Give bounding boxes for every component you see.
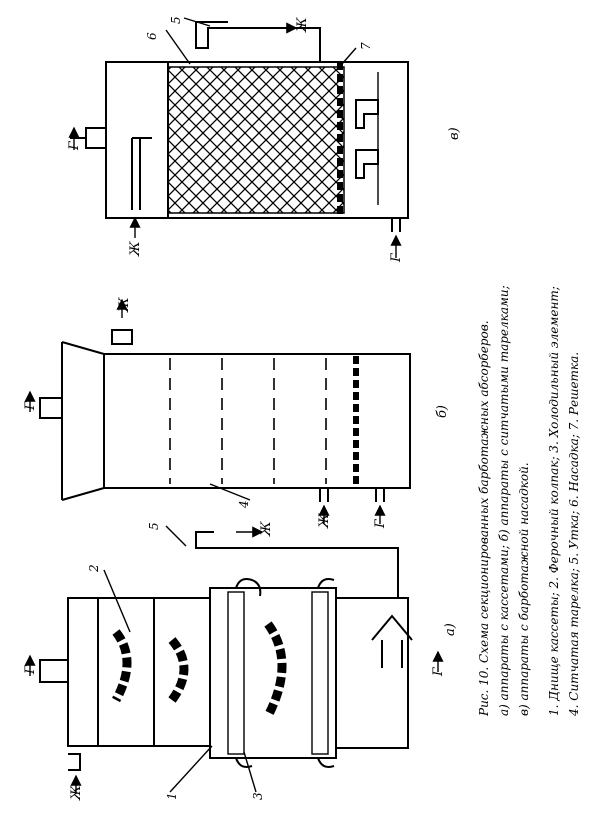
callout-leader-5a <box>165 525 187 547</box>
panel-c-liquid-inlet-pipe <box>131 137 152 210</box>
panel-b-liquid-in-label: Ж <box>317 513 332 529</box>
caption-line-a: а) аппараты с кассетами; б) аппараты с с… <box>497 285 511 716</box>
panel-b-frame-corners <box>61 341 105 501</box>
panel-a-liquid-inlet-nozzle <box>68 753 81 771</box>
callout-6: 6 <box>145 32 159 40</box>
panel-a-gas-out-label: Г <box>23 665 38 675</box>
cooler-bend-bottom-1 <box>235 757 253 768</box>
panel-a-siphon <box>195 531 399 598</box>
cooler-bend-top-1 <box>235 578 262 597</box>
callout-leader-2 <box>103 569 131 633</box>
panel-a-gas-inlet-arrow <box>371 614 413 668</box>
callout-5c: 5 <box>169 16 183 24</box>
panel-a-absorber-with-cassettes: Г Г Ж Ж 5 2 1 3 а) <box>23 521 458 801</box>
callout-leader-3 <box>243 751 257 793</box>
panel-a-cooler-shell <box>209 587 337 759</box>
callout-leader-1 <box>169 745 213 793</box>
caption-title: Рис. 10. Схема секционированных барботаж… <box>477 320 491 717</box>
callout-2: 2 <box>87 564 101 573</box>
panel-c-letter: в) <box>447 127 462 140</box>
cooler-element-1 <box>227 591 245 755</box>
cooler-bend-bottom-2 <box>317 757 335 768</box>
panel-b-gas-in-label: Г <box>373 519 388 529</box>
panel-a-letter: а) <box>443 623 458 636</box>
panel-c-gas-inlet-nozzle <box>391 218 401 232</box>
panel-c-gas-out-label: Г <box>67 141 82 151</box>
callout-leader-7 <box>341 47 357 65</box>
callout-7: 7 <box>359 42 373 50</box>
callout-1: 1 <box>165 792 179 800</box>
panel-b-gas-out-label: Г <box>23 401 38 411</box>
legend-line-2: 4. Ситчатая тарелка; 5. Утка; 6. Насадка… <box>567 352 581 717</box>
callout-5a: 5 <box>147 522 161 530</box>
panel-a-gas-outlet-nozzle <box>39 659 69 683</box>
cap-element-top <box>355 99 379 129</box>
panel-c-gas-outlet-nozzle <box>85 127 107 149</box>
panel-b-liquid-inlet-nozzle <box>319 488 329 502</box>
caption-line-b: в) аппараты с барботажной насадкой. <box>517 462 531 716</box>
panel-b-absorber-with-sieve-trays: Г Ж Ж Г 4 б) <box>23 297 450 529</box>
bubble-cap-1 <box>112 629 132 703</box>
panel-a-gas-in-label: Г <box>431 667 446 677</box>
panel-b-vessel <box>103 353 411 489</box>
panel-c-gas-in-label: Г <box>389 253 404 263</box>
panel-a-liquid-in-label: Ж <box>69 785 84 801</box>
panel-a-siphon-liquid-label: Ж <box>259 521 274 537</box>
cooler-bend-top-2 <box>317 578 335 589</box>
callout-4: 4 <box>237 500 251 509</box>
panel-b-letter: б) <box>435 405 450 418</box>
cap-element-bottom <box>355 149 379 179</box>
figure-caption: Рис. 10. Схема секционированных барботаж… <box>477 285 581 717</box>
panel-b-liquid-outlet-nozzle <box>111 329 133 345</box>
bubble-cap-3 <box>263 621 287 719</box>
cooler-element-2 <box>311 591 329 755</box>
callout-leader-5c <box>183 17 211 27</box>
callout-3: 3 <box>251 792 265 800</box>
packing-bed <box>167 66 345 214</box>
panel-c-siphon-liquid-label: Ж <box>295 17 310 33</box>
panel-b-gas-inlet-nozzle <box>375 488 385 502</box>
panel-a-upper-shell <box>67 597 211 747</box>
callout-leader-6 <box>165 29 191 65</box>
bubble-cap-2 <box>168 637 189 703</box>
panel-c-absorber-with-packing: Г Ж Г Ж 6 7 5 в) <box>67 16 462 263</box>
panel-c-liquid-in-label: Ж <box>128 241 143 257</box>
callout-leader-4 <box>209 483 251 501</box>
panel-a-bottom-section <box>335 597 409 749</box>
legend-line-1: 1. Днище кассеты; 2. Ферочный колпак; 3.… <box>547 286 561 716</box>
panel-b-liquid-out-label: Ж <box>117 297 132 313</box>
panel-b-gas-outlet-nozzle <box>39 397 63 419</box>
